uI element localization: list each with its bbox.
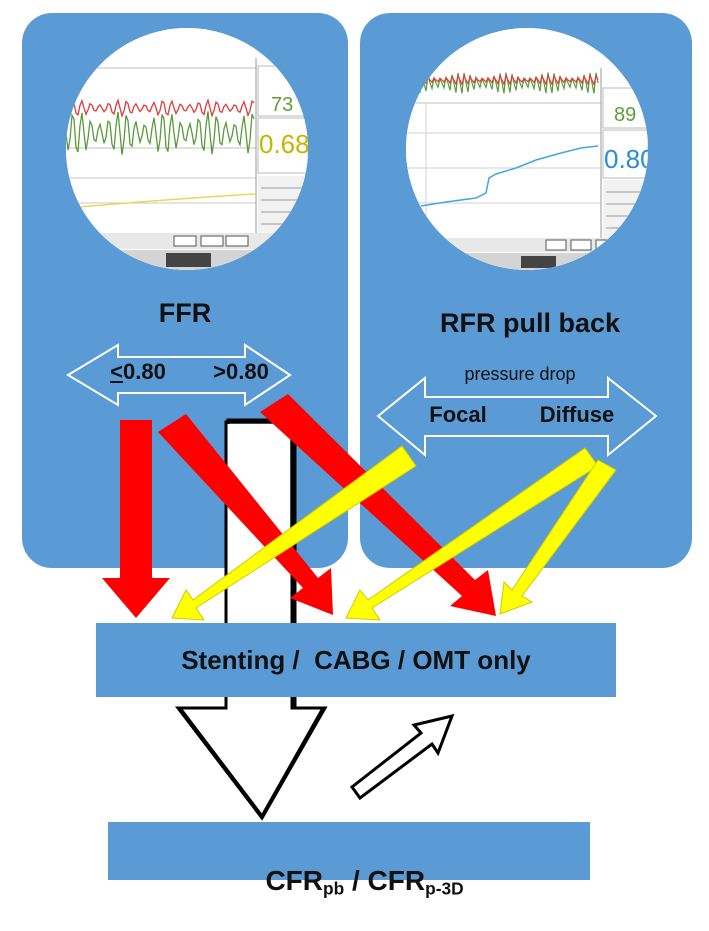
cfr-sub2: p-3D xyxy=(425,878,464,899)
rfr-monitor-value-top: 89 xyxy=(614,104,636,126)
rfr-subtitle: pressure drop xyxy=(464,364,576,384)
ffr-red-arrow-1 xyxy=(102,420,170,618)
ffr-threshold-right: >0.80 xyxy=(213,359,269,384)
rfr-diffuse-label: Diffuse xyxy=(539,402,615,427)
rfr-monitor-value-main: 0.80 xyxy=(604,144,648,174)
cfr-to-treatment-outline-arrow xyxy=(349,713,455,801)
treatment-label: Stenting / CABG / OMT only xyxy=(181,645,531,675)
cfr-box xyxy=(108,822,590,880)
ffr-to-cfr-outline-arrow-fill xyxy=(182,424,322,814)
cfr-sub1: pb xyxy=(322,878,345,899)
ffr-title: FFR xyxy=(158,298,212,328)
ffr-green-trace xyxy=(66,111,255,155)
rfr-yellow-arrow-diffuse-2 xyxy=(499,459,617,615)
treatment-box xyxy=(96,623,616,697)
ffr-yellow-trace xyxy=(66,193,257,209)
ffr-monitor-value-top: 73 xyxy=(271,94,293,116)
cfr-part1: CFR xyxy=(265,865,323,896)
cfr-part2: CFR xyxy=(367,865,426,896)
ffr-to-cfr-outline-arrow-stroke xyxy=(176,420,326,819)
ffr-threshold-left: <0.80 xyxy=(98,359,178,385)
ffr-threshold-left-symbol: < xyxy=(110,359,124,384)
rfr-double-arrow xyxy=(376,375,658,458)
ffr-double-arrow xyxy=(66,343,292,407)
rfr-red-trace xyxy=(406,73,599,87)
ffr-threshold-left-value: 0.80 xyxy=(123,359,166,384)
cfr-label: CFRpb / CFRp-3D xyxy=(108,833,590,931)
ffr-monitor-value-main: 0.68 xyxy=(259,129,308,159)
ffr-red-arrow-2 xyxy=(158,414,333,615)
diagram-canvas: 73 0.68 xyxy=(22,13,692,898)
rfr-title: RFR pull back xyxy=(439,308,621,338)
ffr-red-trace xyxy=(66,97,255,119)
cfr-separator: / xyxy=(344,865,368,896)
rfr-yellow-arrow-diffuse-1 xyxy=(345,447,599,621)
rfr-focal-label: Focal xyxy=(429,402,487,427)
rfr-pullback-trace xyxy=(420,145,599,207)
rfr-yellow-arrow-focal xyxy=(171,445,417,621)
arrows-layer xyxy=(66,343,658,821)
